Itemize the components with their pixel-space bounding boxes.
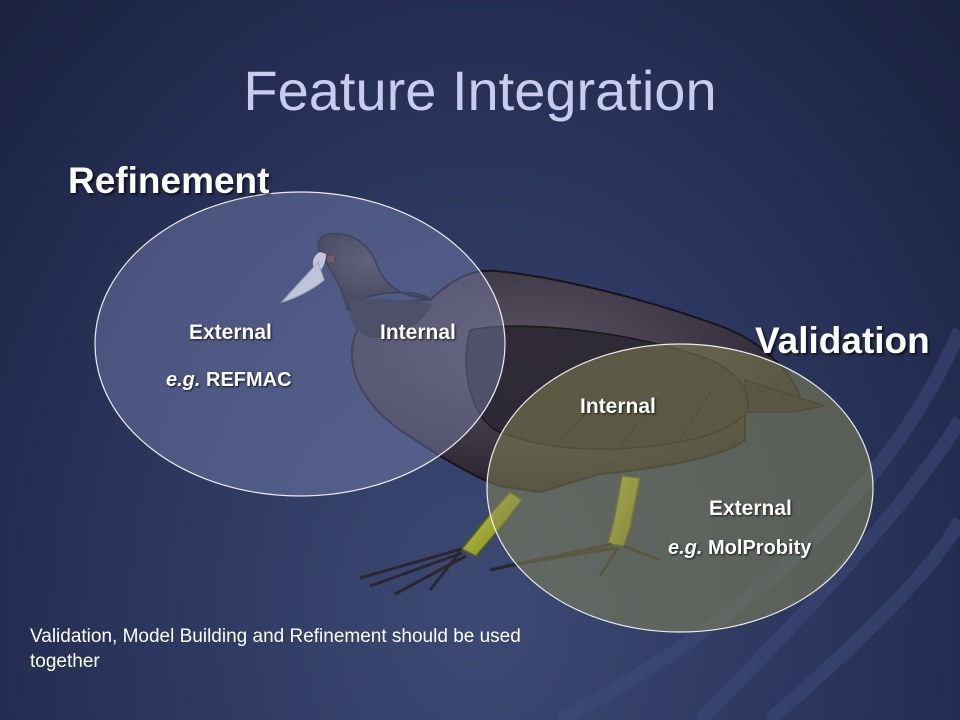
refinement-external-label: External bbox=[189, 321, 272, 344]
footer-note: Validation, Model Building and Refinemen… bbox=[30, 626, 521, 672]
validation-internal-label: Internal bbox=[580, 395, 656, 418]
refinement-example: e.g. REFMAC bbox=[166, 369, 292, 392]
refinement-circle bbox=[94, 191, 506, 497]
validation-external-label: External bbox=[709, 497, 792, 520]
bird-neck bbox=[349, 299, 432, 339]
refinement-heading: Refinement bbox=[68, 160, 270, 201]
validation-circle bbox=[486, 343, 874, 633]
refinement-example-prefix: e.g. bbox=[166, 369, 201, 391]
validation-heading: Validation bbox=[755, 320, 930, 361]
bird-eye bbox=[326, 254, 336, 264]
bird-back-foot bbox=[359, 546, 467, 596]
validation-example-prefix: e.g. bbox=[668, 537, 703, 559]
validation-example: e.g. MolProbity bbox=[668, 537, 811, 560]
refinement-internal-label: Internal bbox=[380, 321, 456, 344]
refinement-example-tool: REFMAC bbox=[206, 369, 292, 391]
validation-example-tool: MolProbity bbox=[708, 537, 812, 559]
slide-title: Feature Integration bbox=[243, 59, 717, 122]
bird-beak bbox=[280, 260, 325, 303]
bird-head bbox=[317, 232, 432, 312]
